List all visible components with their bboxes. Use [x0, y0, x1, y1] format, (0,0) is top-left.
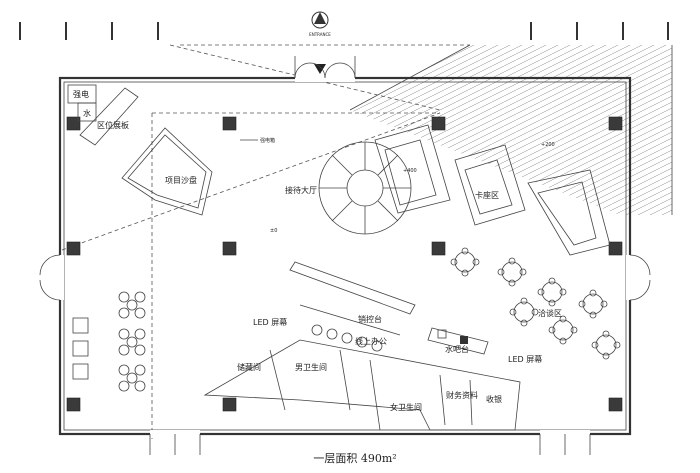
outdoor-terrace	[349, 44, 673, 215]
guide-lines	[61, 44, 470, 440]
dimension-ticks	[19, 22, 669, 40]
label-womens-toilet: 女卫生间	[390, 402, 422, 412]
service-block	[203, 339, 521, 431]
label-sand-table: 项目沙盘	[165, 175, 197, 185]
utility-boxes	[67, 84, 97, 122]
label-reception-hall: 接待大厅	[285, 185, 317, 195]
led-screen-strip	[289, 261, 416, 315]
columns	[66, 116, 623, 412]
water-bar	[427, 327, 489, 355]
bottom-doors[interactable]	[149, 430, 591, 455]
label-location-board: 区位展板	[97, 120, 129, 130]
marker-plus200: +200	[541, 142, 555, 148]
main-entrance-doors[interactable]	[294, 56, 356, 82]
plan-caption: 一层面积 490m²	[313, 452, 396, 465]
label-led-screen-right: LED 屏幕	[508, 354, 542, 364]
label-led-screen-left: LED 屏幕	[253, 317, 287, 327]
label-storage: 储藏间	[237, 362, 261, 372]
location-board	[79, 87, 139, 146]
sand-table	[121, 127, 213, 216]
side-doors[interactable]	[39, 254, 651, 301]
label-mens-toilet: 男卫生间	[295, 362, 327, 372]
left-seating	[72, 291, 146, 392]
label-office: 线上办公	[355, 336, 387, 346]
label-strong-power: 强电	[73, 89, 89, 99]
label-finance: 财务资料	[446, 390, 478, 400]
spiral-staircase	[318, 141, 412, 235]
label-water: 水	[83, 108, 91, 118]
marker-plus400: +400	[403, 168, 417, 174]
compass-label: ENTRANCE	[309, 32, 331, 37]
compass-icon	[311, 11, 329, 74]
negotiation-tables	[450, 247, 621, 360]
label-strong-power-box: 强电箱	[260, 137, 275, 144]
label-booth-area: 卡座区	[475, 190, 499, 200]
booth-area	[374, 124, 611, 256]
label-cashier: 收银	[486, 394, 502, 404]
label-negotiation-area: 洽谈区	[538, 308, 562, 318]
label-water-bar: 水吧台	[445, 344, 469, 354]
sales-desk	[299, 304, 401, 352]
marker-zero: ±0	[270, 228, 277, 234]
label-sales-desk: 销控台	[358, 314, 382, 324]
